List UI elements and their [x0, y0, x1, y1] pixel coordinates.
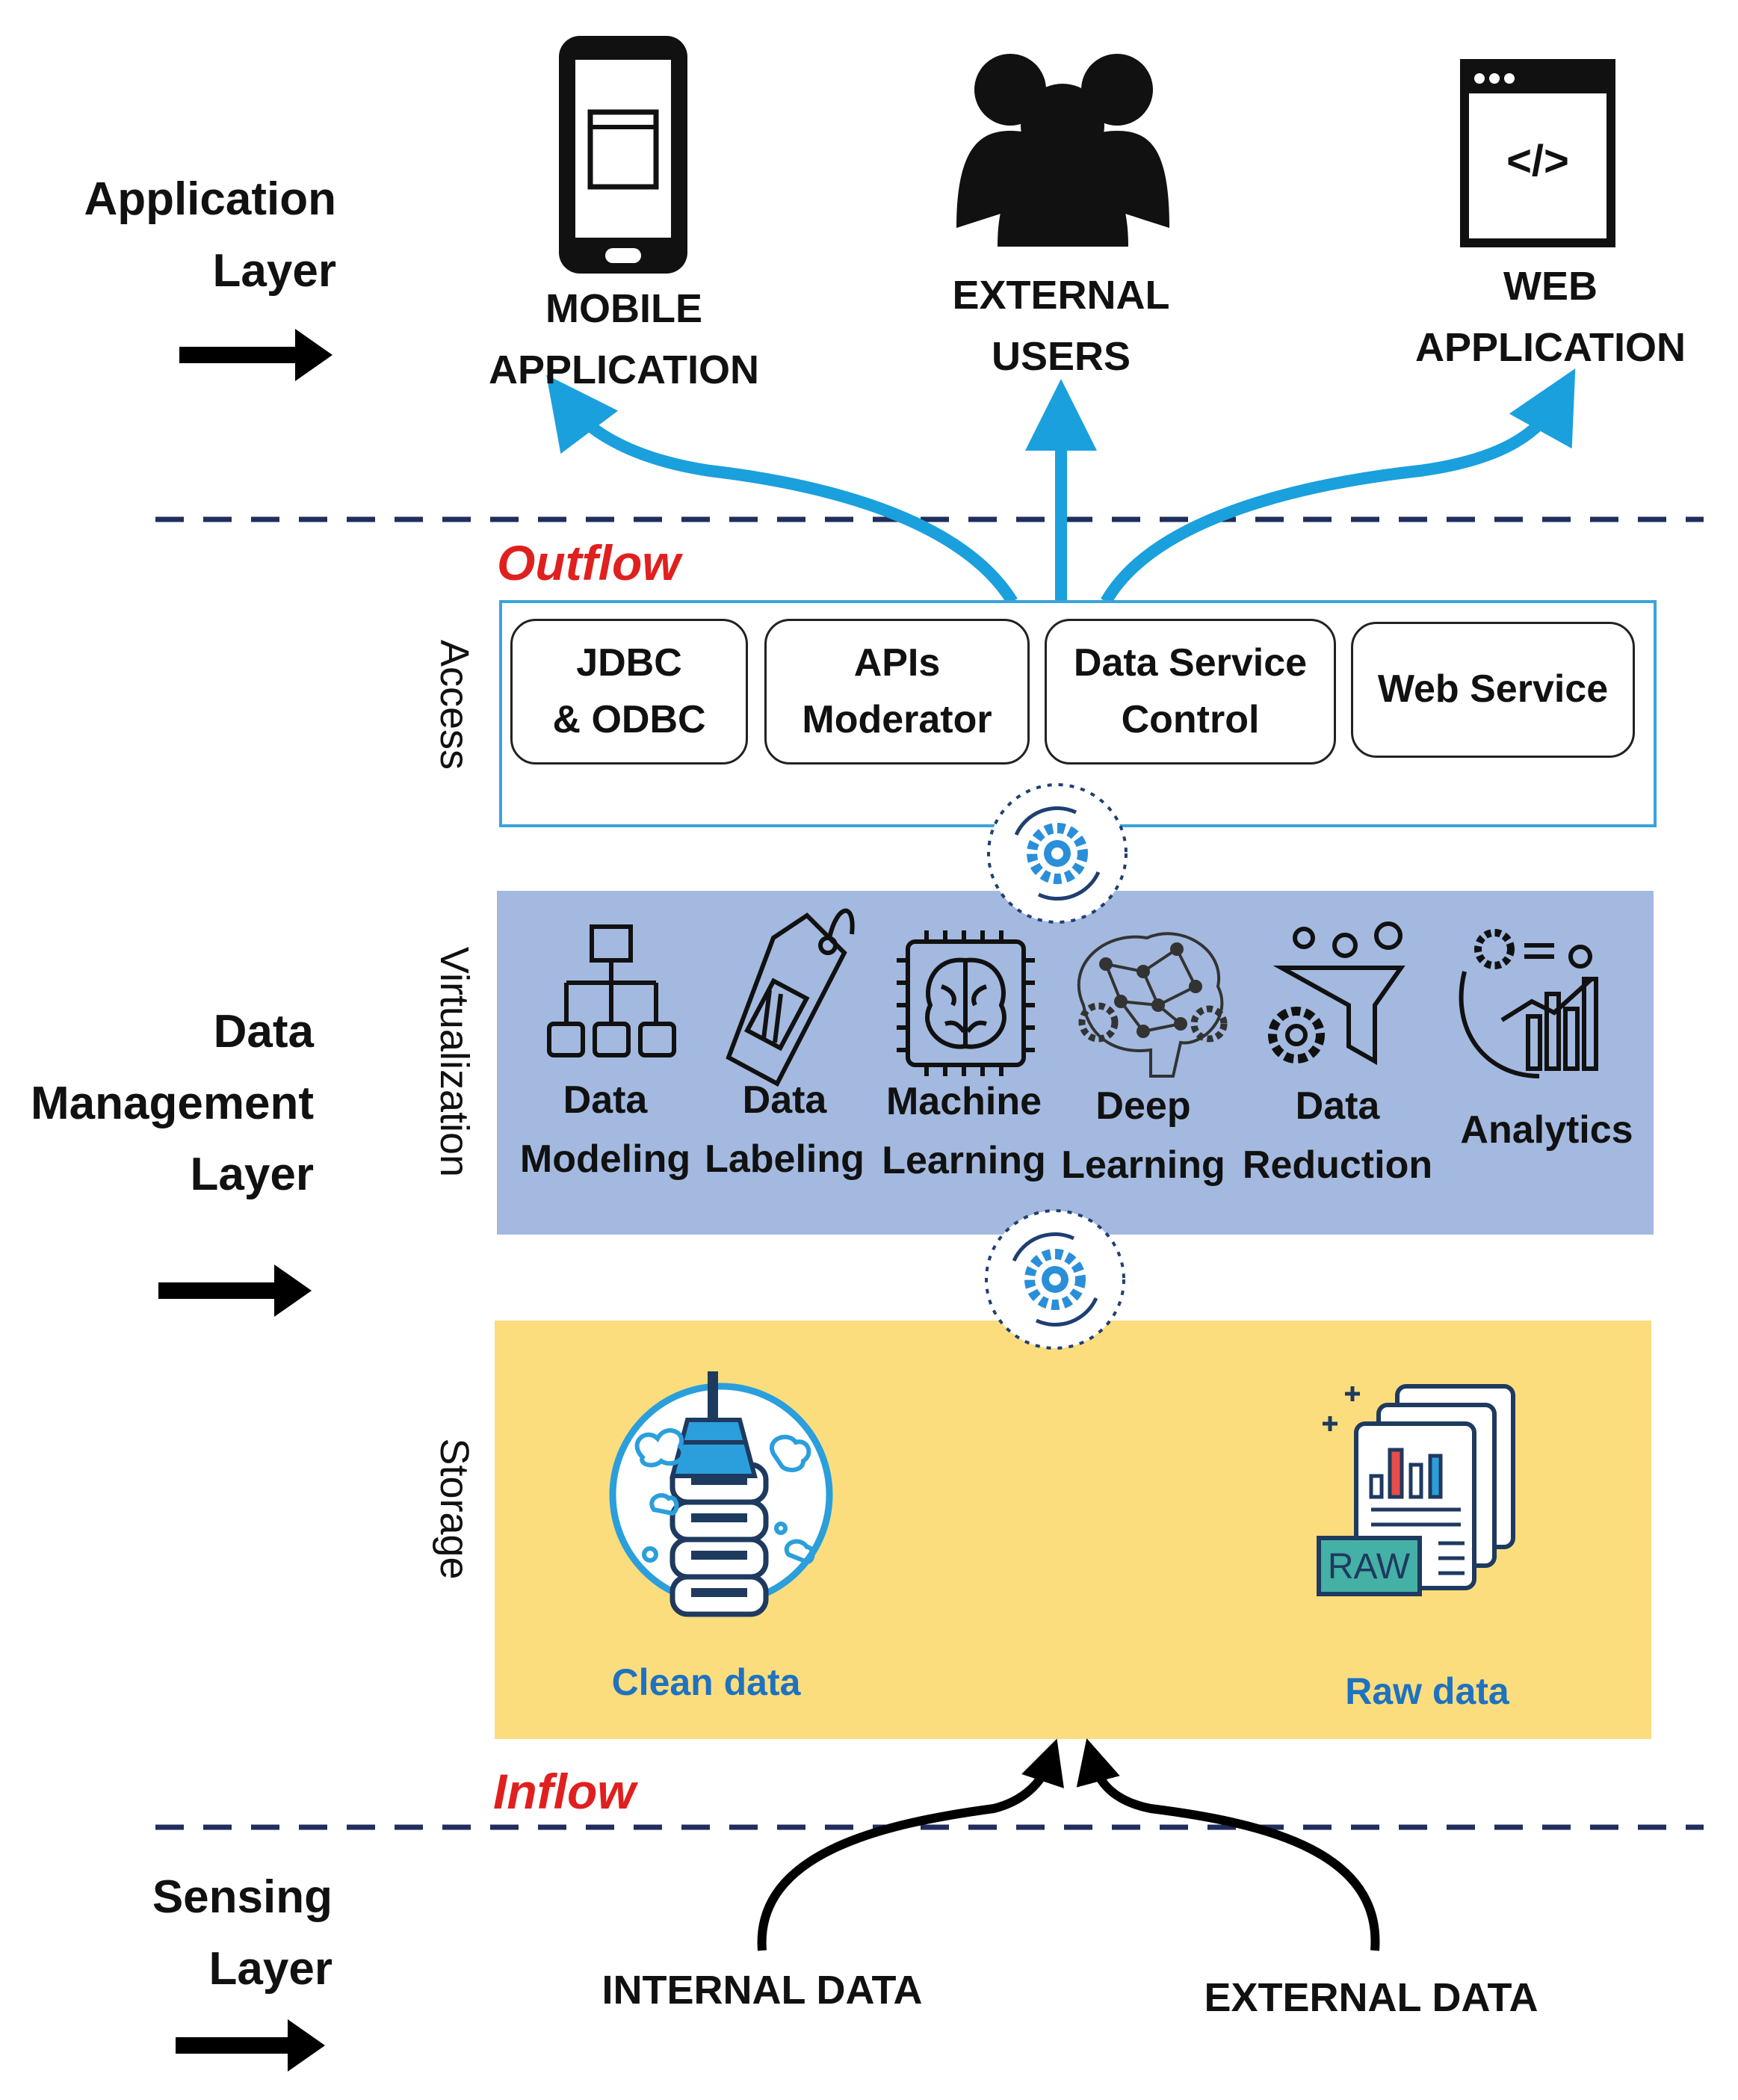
arrow-right-icon	[179, 329, 333, 381]
access-item-line: APIs	[853, 640, 941, 685]
virtualization-item-line: Data	[563, 1078, 648, 1122]
layer-label-line: Application	[84, 173, 336, 225]
virtualization-item-line: Analytics	[1460, 1108, 1633, 1152]
web-application-label: WEB APPLICATION	[1397, 262, 1704, 373]
caption-line: WEB	[1503, 264, 1598, 309]
database-broom-icon	[609, 1371, 833, 1617]
raw-data-label: Raw data	[1345, 1670, 1509, 1712]
clean-data-label: Clean data	[611, 1661, 801, 1703]
caption-line: APPLICATION	[489, 347, 759, 392]
section-label-storage: Storage	[432, 1438, 477, 1580]
raw-badge: RAW	[1328, 1547, 1411, 1587]
mobile-application-label: MOBILE APPLICATION	[471, 284, 777, 395]
virtualization-item-data-modeling: Data Modeling	[508, 1076, 702, 1184]
layer-label-line: Layer	[212, 244, 336, 297]
code-symbol: </>	[1506, 137, 1569, 185]
outflow-label: Outflow	[497, 535, 681, 590]
smartphone-icon	[559, 36, 687, 274]
inflow-arrows	[757, 1738, 1380, 1951]
chip-brain-icon	[897, 930, 1035, 1076]
layer-label-line: Sensing	[152, 1871, 333, 1923]
layer-label-line: Management	[31, 1077, 314, 1129]
access-item-jdbc-odbc[interactable]: JDBC & ODBC	[510, 619, 748, 765]
outflow-arrows	[546, 368, 1576, 605]
raw-report-icon: RAW	[1317, 1384, 1515, 1596]
virtualization-item-line: Data	[742, 1078, 827, 1122]
layer-label-line: Layer	[208, 1942, 333, 1995]
virtualization-item-line: Data	[1295, 1084, 1380, 1128]
virtualization-panel	[497, 891, 1654, 1235]
access-item-web-service[interactable]: Web Service	[1351, 622, 1635, 758]
analytics-chart-icon	[1459, 929, 1598, 1078]
layer-label-sensing: Sensing Layer	[67, 1868, 333, 1998]
virtualization-item-data-labeling: Data Labeling	[691, 1076, 878, 1184]
external-users-label: EXTERNAL USERS	[919, 271, 1203, 382]
brain-network-icon	[1077, 932, 1228, 1078]
section-label-access: Access	[432, 639, 477, 770]
caption-line: APPLICATION	[1415, 324, 1686, 370]
virtualization-item-line: Machine	[885, 1080, 1042, 1123]
caption-line: USERS	[991, 333, 1131, 379]
caption-line: MOBILE	[545, 286, 702, 331]
gear-sync-icon	[987, 783, 1128, 924]
gear-sync-icon	[985, 1209, 1125, 1350]
funnel-gear-icon	[1268, 921, 1405, 1066]
layer-label-data-management: Data Management Layer	[15, 1003, 314, 1204]
access-item-line: & ODBC	[552, 697, 706, 741]
arrow-right-icon	[176, 2019, 325, 2072]
hierarchy-icon	[547, 924, 676, 1057]
inflow-label: Inflow	[493, 1764, 636, 1819]
external-data-label: EXTERNAL DATA	[1204, 1975, 1538, 2020]
tag-icon	[726, 908, 855, 1087]
access-item-line: JDBC	[576, 640, 682, 685]
virtualization-item-line: Modeling	[519, 1137, 691, 1181]
access-item-line: Web Service	[1377, 667, 1609, 711]
virtualization-item-line: Reduction	[1242, 1143, 1433, 1187]
access-item-line: Moderator	[802, 697, 992, 741]
users-icon	[956, 54, 1169, 247]
layer-label-line: Layer	[190, 1149, 314, 1200]
virtualization-item-line: Labeling	[705, 1137, 865, 1181]
layer-label-line: Data	[213, 1006, 314, 1057]
web-code-icon: </>	[1460, 59, 1615, 247]
section-label-virtualization: Virtualization	[432, 946, 477, 1178]
virtualization-item-line: Learning	[1061, 1143, 1225, 1187]
internal-data-label: INTERNAL DATA	[602, 1968, 923, 2013]
virtualization-item-line: Deep	[1095, 1084, 1191, 1128]
layer-label-application: Application Layer	[67, 170, 336, 300]
virtualization-item-line: Learning	[882, 1139, 1046, 1182]
caption-line: EXTERNAL	[952, 273, 1170, 318]
arrow-right-icon	[158, 1264, 312, 1317]
virtualization-item-deep-learning: Deep Learning	[1046, 1082, 1240, 1190]
virtualization-item-analytics: Analytics	[1446, 1106, 1648, 1155]
virtualization-item-data-reduction: Data Reduction	[1233, 1082, 1442, 1190]
virtualization-item-machine-learning: Machine Learning	[867, 1078, 1061, 1185]
access-item-line: Data Service	[1073, 640, 1308, 685]
access-item-line: Control	[1121, 697, 1260, 741]
